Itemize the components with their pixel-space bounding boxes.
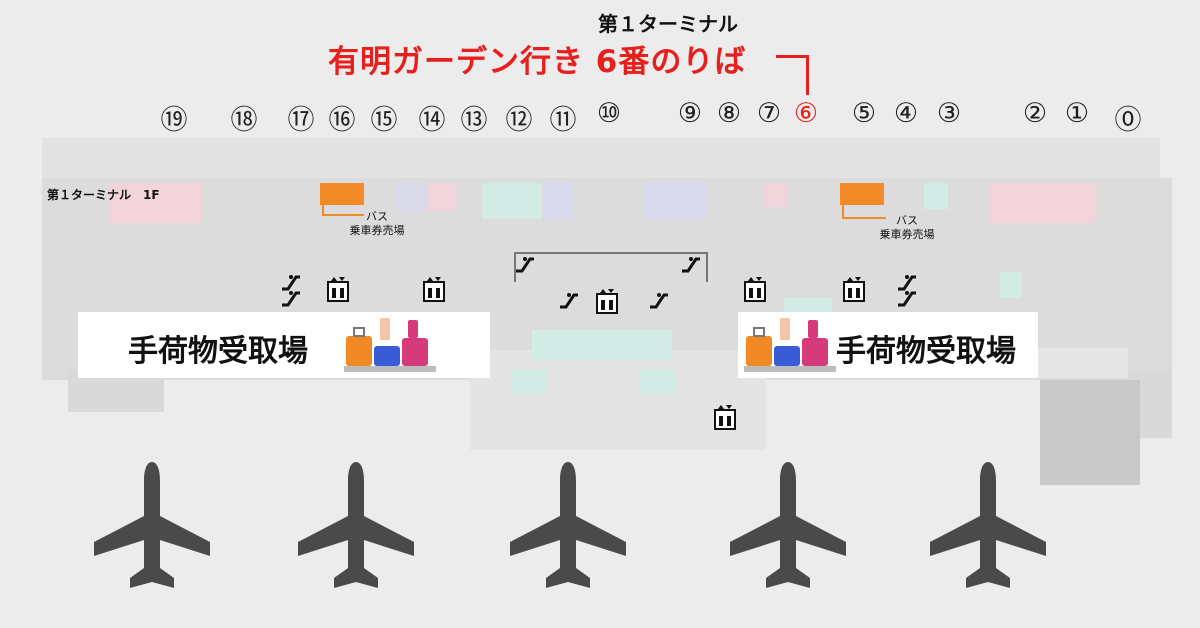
escalator-icon [898, 291, 916, 307]
room-block [1000, 272, 1022, 298]
stop-17: ⑰ [287, 105, 315, 136]
bus-leader-right-h [842, 217, 886, 219]
terminal-center-pier [470, 350, 766, 450]
stop-15: ⑮ [370, 105, 398, 136]
airplane-icon [298, 462, 414, 588]
escalator-icon [898, 275, 916, 291]
stop-11: ⑪ [549, 105, 577, 136]
room-block [544, 183, 574, 219]
room-block [990, 183, 1095, 223]
curbside-strip [42, 138, 1160, 178]
pointer-line-v [806, 55, 809, 95]
baggage-claim-label-left: 手荷物受取場 [128, 334, 308, 369]
room-block [110, 183, 202, 223]
stop-14: ⑭ [418, 105, 446, 136]
bus-ticket-counter-left [320, 183, 364, 205]
escalator-icon [282, 291, 300, 307]
bus-label-line2: 乗車券売場 [879, 228, 935, 241]
terminal-title: 第１ターミナル [598, 12, 738, 36]
airplane-icon [930, 462, 1046, 588]
airplane-icon [510, 462, 626, 588]
elevator-icon [327, 277, 349, 302]
bus-leader-left [322, 205, 324, 215]
stop-18: ⑱ [230, 105, 258, 136]
bus-leader-left-h [322, 214, 364, 216]
escalator-icon [560, 293, 578, 309]
bus-leader-right [842, 205, 844, 218]
luggage-icon [344, 318, 436, 372]
escalator-icon [682, 257, 700, 273]
escalator-icon [516, 257, 534, 273]
bus-label-line1: バス [366, 210, 388, 223]
stop-2: ② [1022, 98, 1048, 129]
room-block [512, 370, 546, 394]
elevator-icon [744, 277, 766, 302]
escalator-icon [282, 275, 300, 291]
room-block [640, 370, 676, 394]
elevator-icon [714, 405, 736, 430]
elevator-icon [843, 277, 865, 302]
right-annex [1040, 380, 1140, 485]
room-block [764, 183, 788, 207]
stop-12: ⑫ [505, 105, 533, 136]
room-block [644, 183, 706, 219]
bus-ticket-label-right: バス 乗車券売場 [864, 214, 950, 242]
room-block [924, 183, 948, 209]
stop-5: ⑤ [851, 98, 877, 129]
bus-label-line1: バス [896, 214, 918, 227]
stop-7: ⑦ [756, 98, 782, 129]
stop-3: ③ [936, 98, 962, 129]
room-block [428, 183, 456, 211]
baggage-claim-panel-right-ext [1038, 348, 1128, 378]
stop-19: ⑲ [160, 105, 188, 136]
baggage-claim-label-right: 手荷物受取場 [836, 334, 1016, 369]
stop-8: ⑧ [716, 98, 742, 129]
airplane-icon [94, 462, 210, 588]
escalator-icon [650, 293, 668, 309]
stop-9: ⑨ [677, 98, 703, 129]
room-block [396, 183, 428, 211]
stop-10: ⑩ [596, 98, 622, 129]
elevator-icon [423, 277, 445, 302]
pointer-line-h [776, 55, 808, 58]
bus-label-line2: 乗車券売場 [349, 224, 405, 237]
stop-6-highlight: ⑥ [793, 98, 819, 129]
stop-4: ④ [893, 98, 919, 129]
luggage-icon [744, 318, 836, 372]
room-block [482, 183, 542, 219]
airplane-icon [730, 462, 846, 588]
bus-ticket-counter-right [840, 183, 884, 205]
stop-0: ⓪ [1114, 105, 1142, 136]
destination-title: 有明ガーデン行き 6番のりば [328, 44, 747, 80]
elevator-icon [596, 289, 618, 314]
room-block [532, 330, 672, 360]
stop-16: ⑯ [328, 105, 356, 136]
stop-1: ① [1064, 98, 1090, 129]
bus-ticket-label-left: バス 乗車券売場 [334, 210, 420, 238]
escalator-hall-outline [514, 252, 708, 282]
floor-label: 第１ターミナル 1F [47, 188, 160, 202]
stop-13: ⑬ [460, 105, 488, 136]
